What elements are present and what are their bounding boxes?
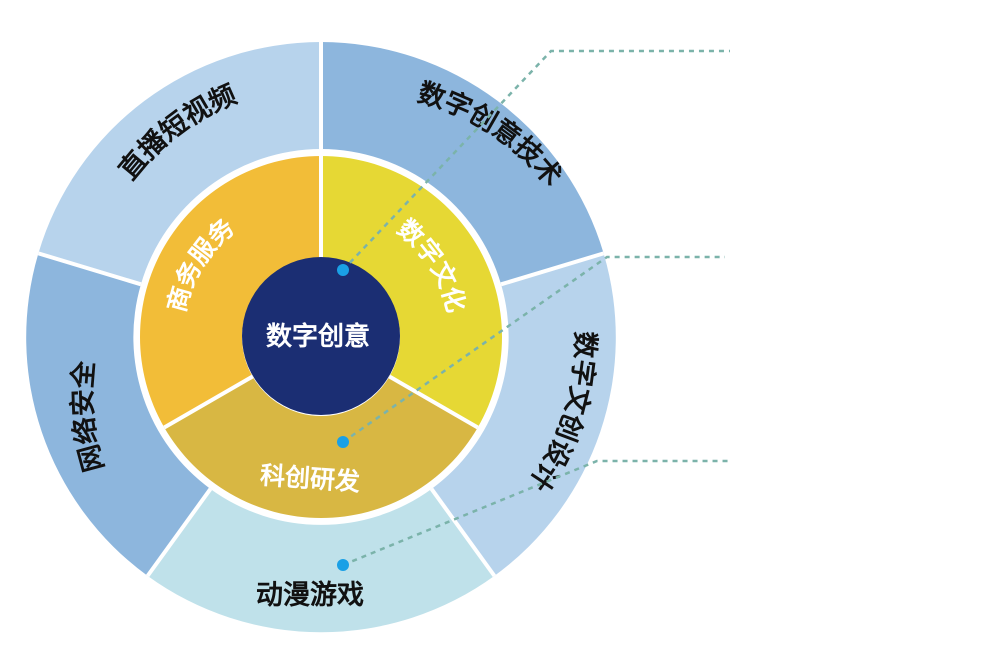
inner-label-rnd: 科创研发	[259, 461, 361, 497]
outer-separator	[500, 251, 605, 287]
callout-dot-animation-games	[337, 559, 349, 571]
center-circle	[242, 257, 400, 415]
callout-dot-digital-culture	[337, 264, 349, 276]
inner-separator	[388, 374, 479, 430]
inner-ring	[140, 156, 502, 518]
callout-dot-rnd	[337, 436, 349, 448]
callout-line-animation-games	[342, 459, 730, 567]
outer-separator	[429, 487, 497, 578]
callout-line-digital-culture	[342, 49, 730, 271]
inner-segment-digital-culture	[321, 156, 502, 428]
outer-separator	[37, 251, 142, 287]
inner-segment-rnd	[164, 376, 478, 518]
outer-segment-digital-creative-tech	[321, 42, 604, 285]
outer-label-animation-games: 动漫游戏	[256, 580, 364, 611]
inner-separator	[163, 374, 254, 430]
segment-separators	[37, 42, 605, 578]
callout-line-rnd	[342, 255, 725, 444]
outer-segment-live-short-video	[38, 42, 321, 285]
center-label: 数字创意	[266, 321, 370, 352]
outer-segment-network-security	[26, 253, 211, 576]
outer-segment-animation-games	[147, 488, 495, 633]
outer-separator	[145, 487, 213, 578]
outer-ring	[26, 42, 616, 633]
outer-segment-digital-culture-design	[431, 253, 616, 576]
callouts	[342, 49, 730, 567]
inner-segment-business-services	[140, 156, 321, 428]
